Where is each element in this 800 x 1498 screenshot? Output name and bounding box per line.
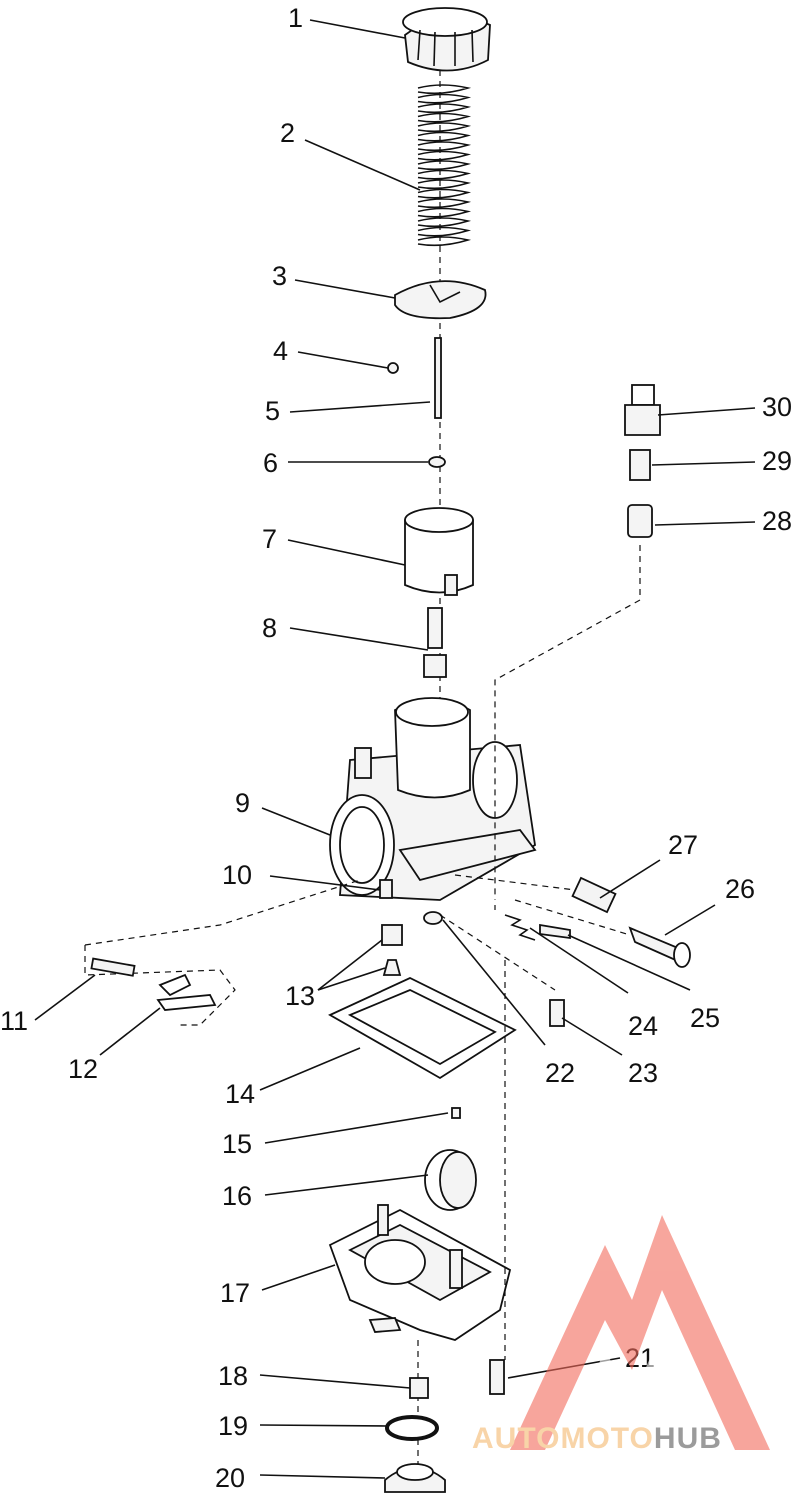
callout-23: 23 (628, 1058, 658, 1088)
part-7-throttle-slide (404, 507, 474, 596)
part-27-spring (571, 876, 617, 914)
triangle-m-logo-icon (510, 1215, 770, 1450)
part-14-gasket (328, 977, 517, 1080)
part-8-needle-jet (423, 607, 447, 678)
part-9-carburetor-body (329, 697, 537, 901)
part-16-float (424, 1149, 477, 1211)
callout-24: 24 (628, 1011, 658, 1041)
callout-14: 14 (225, 1079, 255, 1109)
callout-16: 16 (222, 1181, 252, 1211)
part-15-pin (451, 1107, 461, 1119)
dashed-link-28 (494, 545, 641, 900)
callout-30: 30 (762, 392, 792, 422)
part-18-drain-plug (409, 1377, 429, 1399)
callout-6: 6 (263, 448, 278, 478)
watermark-text: AUTOMOTOHUB (472, 1422, 722, 1455)
callout-3: 3 (272, 261, 287, 291)
part-25-air-screw (539, 923, 571, 940)
callout-22: 22 (545, 1058, 575, 1088)
part-19-o-ring (385, 1415, 439, 1441)
part-6-washer (428, 456, 446, 468)
part-28-plunger (627, 504, 653, 538)
callout-17: 17 (220, 1278, 250, 1308)
callout-29: 29 (762, 446, 792, 476)
part-1-cap (402, 7, 491, 72)
part-26-pilot-screw (628, 926, 691, 968)
watermark: AUTOMOTOHUB (472, 1215, 770, 1455)
callout-10: 10 (222, 860, 252, 890)
part-21-screw (489, 1359, 505, 1395)
callout-25: 25 (690, 1003, 720, 1033)
callout-20: 20 (215, 1463, 245, 1493)
callout-1: 1 (288, 3, 303, 33)
part-24-spring (504, 914, 536, 941)
part-17-float-bowl (328, 1204, 512, 1341)
callout-19: 19 (218, 1411, 248, 1441)
callout-2: 2 (280, 118, 295, 148)
part-23-screw (549, 999, 565, 1027)
callout-4: 4 (273, 336, 288, 366)
part-4-clip (387, 362, 399, 374)
callout-27: 27 (668, 830, 698, 860)
callout-11: 11 (0, 1006, 28, 1036)
callout-labels: 1 2 3 4 5 6 7 8 9 10 11 12 13 14 15 16 1… (0, 3, 792, 1493)
callout-15: 15 (222, 1129, 252, 1159)
watermark-part1: AUTOMOTO (472, 1422, 654, 1455)
callout-13: 13 (285, 981, 315, 1011)
callout-5: 5 (265, 396, 280, 426)
callout-12: 12 (68, 1054, 98, 1084)
watermark-part2: HUB (654, 1422, 722, 1455)
part-5-needle (434, 337, 442, 419)
part-2-spring (417, 84, 472, 247)
callout-26: 26 (725, 874, 755, 904)
part-20-bottom-cap (384, 1463, 446, 1493)
callout-9: 9 (235, 788, 250, 818)
callout-7: 7 (262, 524, 277, 554)
part-13-jets (381, 924, 403, 976)
callout-18: 18 (218, 1361, 248, 1391)
part-29-spring (629, 449, 651, 481)
part-30-fitting (624, 384, 661, 436)
callout-28: 28 (762, 506, 792, 536)
part-3-plate (394, 280, 487, 320)
part-11-12-tubes (84, 879, 361, 1026)
part-10-screw (379, 879, 393, 899)
dashed-link-24-27 (454, 874, 631, 936)
part-22-washer (423, 911, 443, 925)
callout-8: 8 (262, 613, 277, 643)
dashed-link-22-23 (439, 914, 556, 991)
